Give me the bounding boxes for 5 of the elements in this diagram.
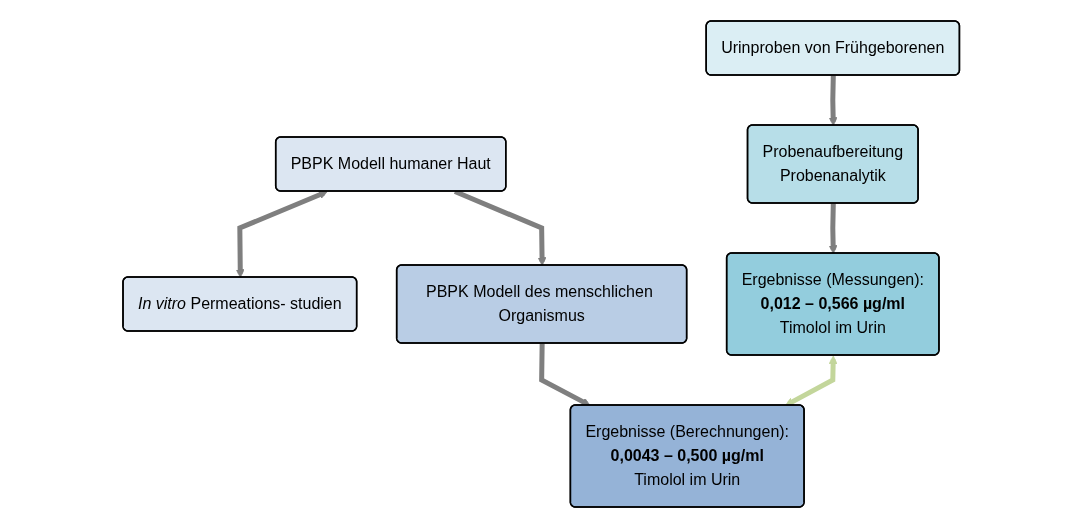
arrow: [784, 355, 838, 406]
arrow: [828, 74, 838, 126]
arrow: [235, 190, 328, 278]
arrow: [828, 202, 838, 254]
arrow: [538, 342, 591, 406]
